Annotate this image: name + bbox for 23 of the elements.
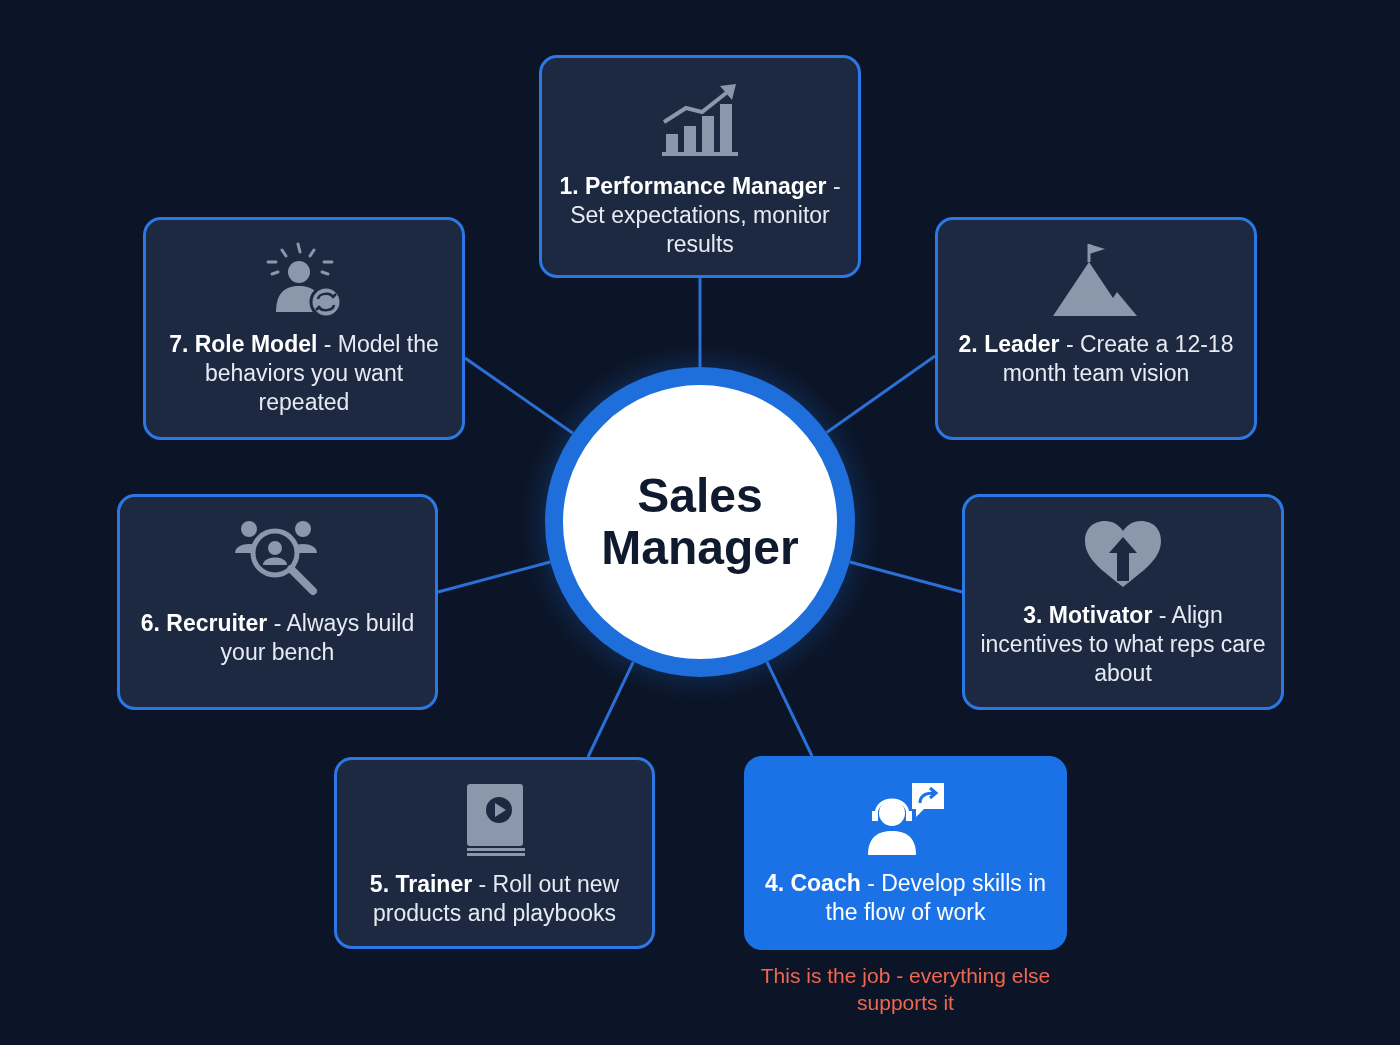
- role-description: 5. Trainer - Roll out new products and playbooks: [368, 870, 621, 928]
- role-description: 4. Coach - Develop skills in the flow of work: [763, 869, 1048, 927]
- role-card: [334, 757, 655, 949]
- center-title: Sales Manager: [600, 470, 800, 574]
- role-description: 7. Role Model - Model the behaviors you want repeated: [168, 330, 440, 417]
- role-card: [117, 494, 438, 710]
- connector-line: [849, 560, 963, 594]
- role-description: 3. Motivator - Align incentives to what reps care about: [979, 601, 1267, 688]
- note-text: This is the job - everything else supports it: [759, 963, 1052, 1016]
- connector-line: [825, 354, 936, 434]
- role-card: [935, 217, 1257, 440]
- connector-line: [464, 356, 574, 435]
- role-card: [962, 494, 1284, 710]
- connector-line: [765, 661, 814, 757]
- role-card: [143, 217, 465, 440]
- connector-line: [437, 560, 551, 594]
- role-description: 2. Leader - Create a 12-18 month team vision: [957, 330, 1235, 388]
- role-description: 6. Recruiter - Always build your bench: [139, 609, 416, 667]
- role-card: [744, 756, 1067, 950]
- connector-line: [586, 661, 635, 758]
- role-card: [539, 55, 861, 278]
- role-description: 1. Performance Manager - Set expectations, monitor results: [558, 172, 842, 259]
- connector-line: [698, 278, 702, 367]
